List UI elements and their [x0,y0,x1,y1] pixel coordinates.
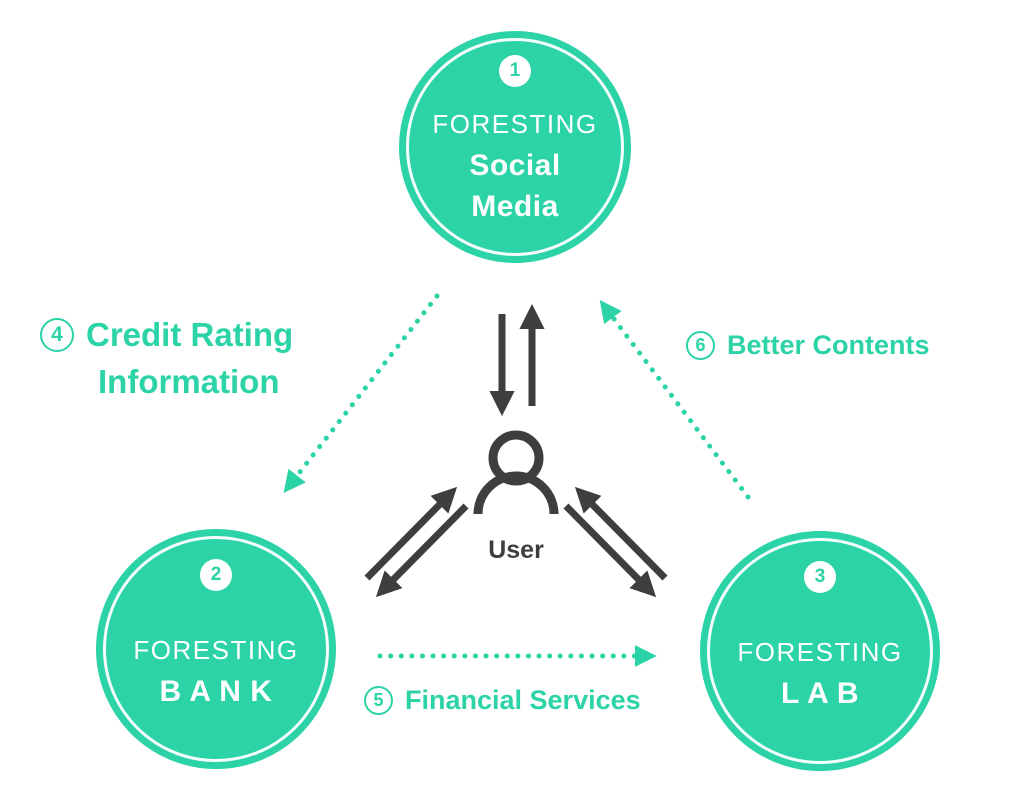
node-lab: 3 FORESTING L A B [700,531,940,771]
arrow-user-to-lab [563,503,657,598]
node-number-badge: 2 [200,559,232,591]
edge-number-badge: 5 [364,686,393,715]
node-title: B A N K [159,675,273,708]
node-title: L A B [780,677,860,710]
node-brand: FORESTING [432,109,598,139]
edge-label-text: Better Contents [727,330,930,360]
edge-number-badge: 4 [40,318,74,352]
node-title-line2: Media [471,189,559,223]
edge-label-financial-services: 5 Financial Services [364,685,641,716]
user-label: User [488,536,544,564]
node-bank: 2 FORESTING B A N K [96,529,336,769]
arrow-user-to-bank [375,503,469,598]
node-title-line1: Social [469,149,561,182]
arrow-bank-to-user [364,486,458,581]
edge-label-text: Financial Services [405,685,641,715]
node-brand: FORESTING [133,635,299,665]
node-social-media: 1 FORESTING Social Media [399,31,631,263]
node-number-badge: 1 [499,55,531,87]
edge-label-line2: Information [98,363,280,400]
edge-label-credit-rating: 4 Credit Rating Information [40,316,293,401]
node-number-badge: 3 [804,561,836,593]
user-icon [473,430,559,515]
edge-number-badge: 6 [686,331,715,360]
arrow-lab-to-user [574,486,668,581]
edge-label-better-contents: 6 Better Contents [686,330,930,361]
dotted-arrow-credit-rating [283,293,440,493]
edge-label-line1: Credit Rating [86,316,294,353]
node-brand: FORESTING [737,637,903,667]
